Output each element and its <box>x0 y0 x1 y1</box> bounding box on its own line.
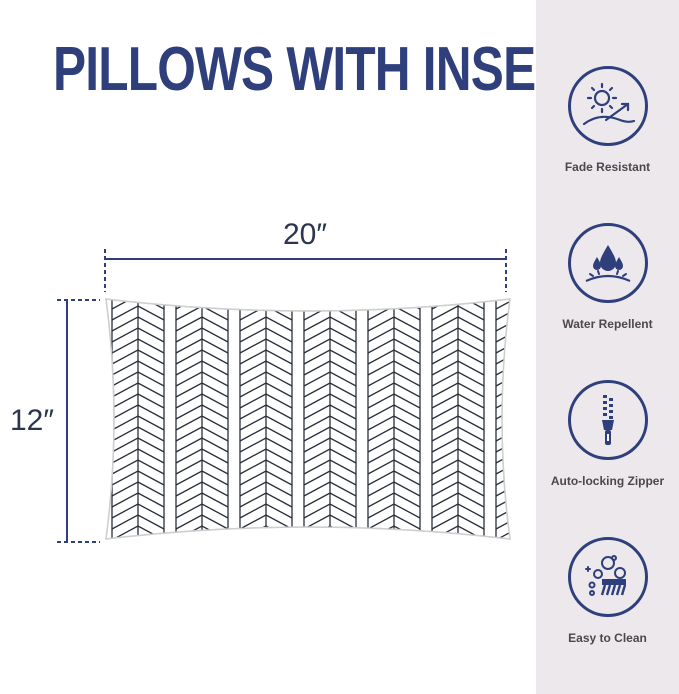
feature-label: Fade Resistant <box>564 160 651 174</box>
feature-label: Water Repellent <box>562 317 653 331</box>
brush-bubbles-icon <box>567 537 648 617</box>
water-drops-icon <box>567 223 648 303</box>
feature-fade-resistant: Fade Resistant <box>536 66 679 174</box>
height-dimension-label: 12″ <box>10 404 54 437</box>
features-panel: Fade Resistant Water Repellent <box>536 0 679 694</box>
feature-label: Auto-locking Zipper <box>550 474 665 488</box>
sun-fade-icon <box>567 66 648 146</box>
zipper-icon <box>567 380 648 460</box>
pillow-image <box>105 298 511 540</box>
feature-label: Easy to Clean <box>568 631 647 645</box>
dimension-lines <box>57 249 507 543</box>
feature-auto-locking-zipper: Auto-locking Zipper <box>536 380 679 488</box>
feature-easy-to-clean: Easy to Clean <box>536 537 679 645</box>
width-dimension-label: 20″ <box>283 218 327 251</box>
feature-water-repellent: Water Repellent <box>536 223 679 331</box>
